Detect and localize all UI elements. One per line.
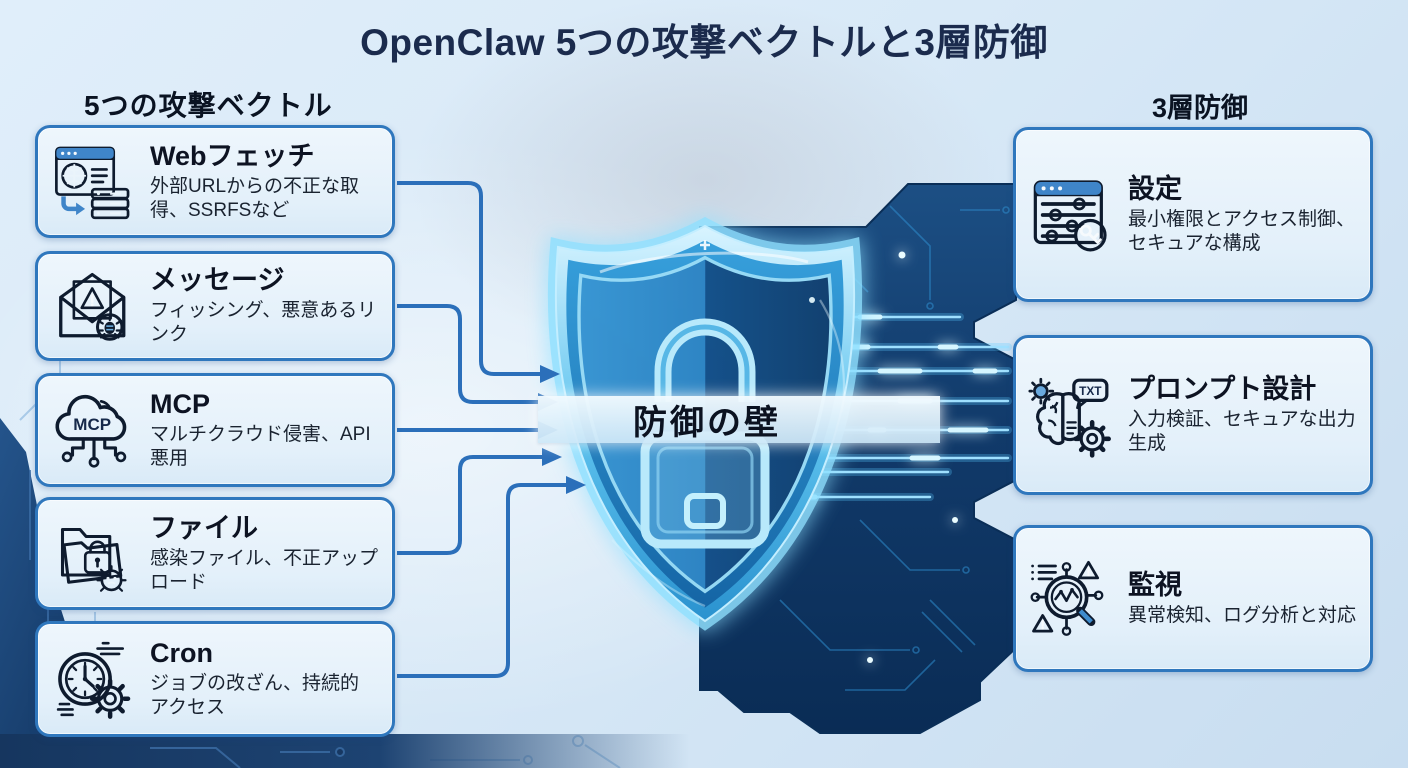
defense-wall-banner: 防御の壁 bbox=[538, 396, 940, 443]
prompt-bubble-label: TXT bbox=[1079, 384, 1102, 398]
file-lock-icon bbox=[50, 510, 138, 598]
dark-corner-shape bbox=[0, 418, 138, 768]
attack-box-webfetch: Webフェッチ 外部URLからの不正な取得、SSRFSなど bbox=[35, 125, 395, 238]
mcp-cloud-label: MCP bbox=[73, 415, 111, 434]
dark-bottom-strip bbox=[0, 734, 690, 768]
attack-desc-mcp: マルチクラウド侵害、API悪用 bbox=[150, 424, 371, 470]
defense-desc-settings: 最小権限とアクセス制御、セキュアな構成 bbox=[1128, 208, 1356, 254]
mail-threat-icon bbox=[50, 262, 138, 350]
attack-desc-file: 感染ファイル、不正アップロード bbox=[150, 547, 379, 593]
attack-box-file: ファイル 感染ファイル、不正アップロード bbox=[35, 497, 395, 610]
prompt-brain-icon: TXT bbox=[1028, 371, 1116, 459]
web-fetch-icon bbox=[50, 138, 138, 226]
monitoring-icon bbox=[1028, 555, 1116, 643]
connector-message bbox=[397, 304, 539, 404]
defense-desc-prompt: 入力検証、セキュアな出力生成 bbox=[1128, 409, 1356, 455]
connector-webfetch bbox=[397, 181, 541, 376]
attack-box-message: メッセージ フィッシング、悪意あるリンク bbox=[35, 251, 395, 361]
defense-column-header: 3層防御 bbox=[1151, 93, 1249, 123]
page-title: OpenClaw 5つの攻撃ベクトルと3層防御 bbox=[360, 22, 1048, 63]
defense-wall-label: 防御の壁 bbox=[633, 404, 781, 442]
attack-title-mcp: MCP bbox=[150, 389, 210, 420]
attack-desc-cron: ジョブの改ざん、持続的アクセス bbox=[150, 673, 360, 719]
attack-title-cron: Cron bbox=[150, 638, 213, 669]
attack-title-webfetch: Webフェッチ bbox=[150, 140, 315, 171]
attack-desc-message: フィッシング、悪意あるリンク bbox=[150, 300, 377, 346]
defense-box-prompt: TXT プロンプト設計 入力検証、セキュアな出力生成 bbox=[1013, 335, 1373, 495]
cron-clock-icon bbox=[50, 635, 138, 723]
defense-title-prompt: プロンプト設計 bbox=[1128, 374, 1317, 405]
connector-file bbox=[397, 455, 543, 555]
mcp-cloud-icon: MCP bbox=[50, 386, 138, 474]
defense-box-monitoring: 監視 異常検知、ログ分析と対応 bbox=[1013, 525, 1373, 672]
defense-title-monitoring: 監視 bbox=[1128, 569, 1182, 600]
defense-desc-monitoring: 異常検知、ログ分析と対応 bbox=[1128, 604, 1357, 626]
attack-box-mcp: MCP MCP マルチクラウド侵害、API悪用 bbox=[35, 373, 395, 487]
attack-title-file: ファイル bbox=[150, 512, 258, 543]
attack-title-message: メッセージ bbox=[150, 265, 285, 296]
settings-sliders-icon bbox=[1028, 171, 1116, 259]
defense-title-settings: 設定 bbox=[1128, 173, 1182, 204]
attack-box-cron: Cron ジョブの改ざん、持続的アクセス bbox=[35, 621, 395, 737]
attack-column-header: 5つの攻撃ベクトル bbox=[84, 90, 333, 121]
defense-box-settings: 設定 最小権限とアクセス制御、セキュアな構成 bbox=[1013, 127, 1373, 302]
attack-desc-webfetch: 外部URLからの不正な取得、SSRFSなど bbox=[150, 175, 360, 221]
connector-cron bbox=[397, 483, 567, 678]
